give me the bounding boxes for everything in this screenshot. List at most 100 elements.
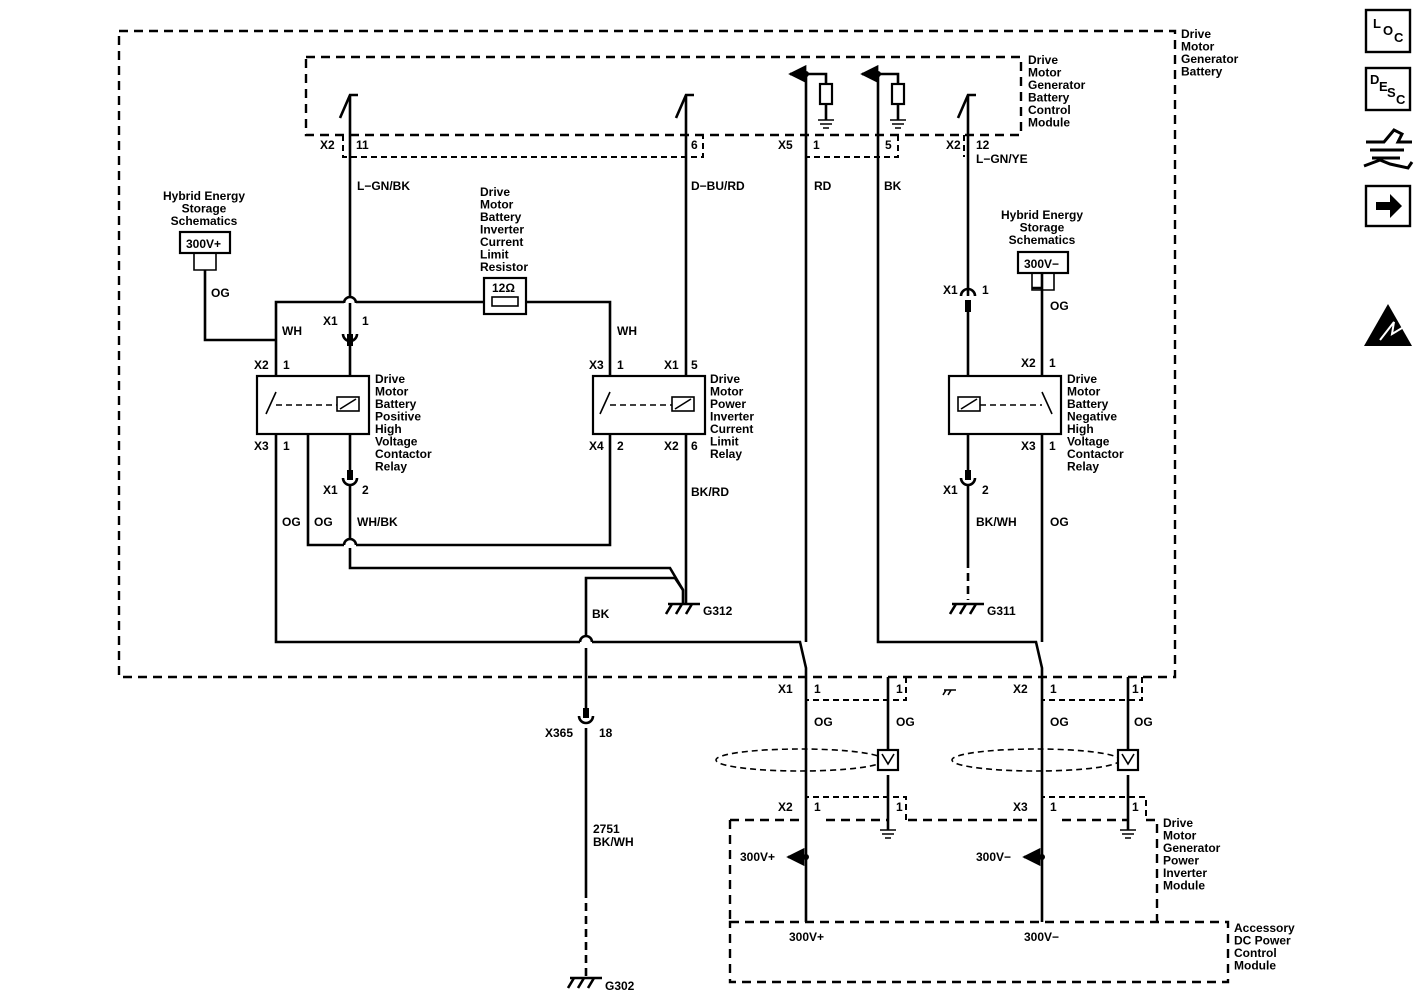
nr-x1a: X1 bbox=[943, 283, 958, 297]
dmgb-control-label-line: Motor bbox=[1028, 66, 1062, 80]
ground-g302: G302 bbox=[605, 979, 635, 993]
pull-up-resistors bbox=[818, 82, 906, 106]
wire-label-og-x3-b: OG bbox=[314, 515, 333, 529]
pos-relay-label-line: Voltage bbox=[375, 435, 418, 449]
wire-label-og-s2: OG bbox=[896, 715, 915, 729]
wire-label-wh-left: WH bbox=[282, 324, 302, 338]
pim-x3: X3 bbox=[1013, 800, 1028, 814]
ground-symbols bbox=[566, 119, 1136, 989]
module-input-switches bbox=[338, 93, 976, 119]
resistor-label-line: Current bbox=[480, 235, 523, 249]
battery-x1-pin1: 1 bbox=[814, 682, 821, 696]
ir-x1: X1 bbox=[664, 358, 679, 372]
nr-x1b: X1 bbox=[943, 483, 958, 497]
positive-relay-internals bbox=[265, 391, 360, 415]
dmgb-control-label-line: Generator bbox=[1028, 78, 1086, 92]
wire-label-og-s3: OG bbox=[1050, 715, 1069, 729]
loc-button[interactable]: L O C bbox=[1364, 8, 1412, 54]
hybrid-ref-right-label: 300V− bbox=[1024, 257, 1059, 271]
ir-x2-pin: 6 bbox=[691, 439, 698, 453]
hybrid-left-label-line: Storage bbox=[182, 202, 227, 216]
connector-symbols bbox=[341, 71, 1045, 860]
wire-label-12: L−GN/YE bbox=[976, 152, 1028, 166]
hybrid-left-label-line: Schematics bbox=[171, 214, 238, 228]
battery-control-module-outline bbox=[304, 55, 1023, 137]
ir-x2: X2 bbox=[664, 439, 679, 453]
conn-x365: X365 bbox=[545, 726, 573, 740]
high-voltage-warning-icon[interactable] bbox=[1364, 304, 1412, 346]
ir-x1-pin: 5 bbox=[691, 358, 698, 372]
nr-x2: X2 bbox=[1021, 356, 1036, 370]
resistor-label-line: Inverter bbox=[480, 223, 524, 237]
desc-button[interactable]: D E S C bbox=[1364, 66, 1412, 112]
drive-motor-generator-battery-outline bbox=[117, 29, 1177, 679]
inv-relay-label-line: Power bbox=[710, 397, 746, 411]
pim-x2-pin2: 1 bbox=[896, 800, 903, 814]
hybrid-right-label-line: Schematics bbox=[1009, 233, 1076, 247]
neg-relay-label-line: Motor bbox=[1067, 385, 1101, 399]
dmgb-control-label-line: Module bbox=[1028, 116, 1070, 130]
pr-x1b-pin: 2 bbox=[362, 483, 369, 497]
hand-wrench-icon[interactable] bbox=[1363, 128, 1414, 170]
pim-label-line: Module bbox=[1163, 879, 1205, 893]
neg-relay-label-line: High bbox=[1067, 422, 1094, 436]
pos-relay-label-line: Drive bbox=[375, 372, 405, 386]
neg-relay-label-line: Battery bbox=[1067, 397, 1109, 411]
loc-letter-c: C bbox=[1394, 30, 1404, 45]
wire-label-og-neg: OG bbox=[1050, 515, 1069, 529]
neg-relay-label-line: Contactor bbox=[1067, 447, 1124, 461]
hybrid-right-label-line: Hybrid Energy bbox=[1001, 208, 1083, 222]
next-arrow-button[interactable] bbox=[1364, 184, 1412, 228]
battery-x1-pin2: 1 bbox=[896, 682, 903, 696]
pos-relay-label-line: Positive bbox=[375, 410, 421, 424]
pos-relay-label-line: Motor bbox=[375, 385, 409, 399]
wire-label-og-hybrid-left: OG bbox=[211, 286, 230, 300]
pr-x1b: X1 bbox=[323, 483, 338, 497]
pim-x3-pin2: 1 bbox=[1132, 800, 1139, 814]
dmgb-control-label-line: Control bbox=[1028, 103, 1071, 117]
wire-label-og-s1: OG bbox=[814, 715, 833, 729]
hybrid-left-label-line: Hybrid Energy bbox=[163, 189, 245, 203]
dmg-battery-label-line: Battery bbox=[1181, 65, 1223, 79]
conn-pin-11: 11 bbox=[356, 138, 369, 152]
pim-label-line: Drive bbox=[1163, 816, 1193, 830]
hybrid-ref-left-box[interactable] bbox=[178, 230, 232, 255]
pr-x2-pin: 1 bbox=[283, 358, 290, 372]
pos-relay-label-line: Contactor bbox=[375, 447, 432, 461]
inv-relay-label-line: Limit bbox=[710, 435, 739, 449]
wire-label-bkwh: BK/WH bbox=[976, 515, 1017, 529]
conn-x5: X5 bbox=[778, 138, 793, 152]
pr-x3: X3 bbox=[254, 439, 269, 453]
neg-relay-label-line: Drive bbox=[1067, 372, 1097, 386]
inv-relay-label-line: Relay bbox=[710, 447, 742, 461]
wire-label-og-hybrid-right: OG bbox=[1050, 299, 1069, 313]
pim-connector-tab-1 bbox=[805, 796, 907, 820]
pr-x3-pin: 1 bbox=[283, 439, 290, 453]
pim-connector-tab-2 bbox=[1041, 796, 1147, 820]
desc-letter-c: C bbox=[1396, 92, 1406, 107]
pr-x1a: X1 bbox=[323, 314, 338, 328]
conn-x365-pin: 18 bbox=[599, 726, 613, 740]
resistor-label-line: Motor bbox=[480, 198, 514, 212]
neg-relay-label-line: Voltage bbox=[1067, 435, 1110, 449]
control-module-connector-tab-1 bbox=[342, 135, 704, 158]
ground-g311: G311 bbox=[987, 604, 1016, 618]
dmg-battery-label-line: Generator bbox=[1181, 52, 1239, 66]
pr-x1a-pin: 1 bbox=[362, 314, 369, 328]
dmg-battery-label-line: Drive bbox=[1181, 27, 1211, 41]
apm-pin-neg: 300V− bbox=[1024, 930, 1059, 944]
apm-label-line: Accessory bbox=[1234, 921, 1295, 935]
dmg-battery-label-line: Motor bbox=[1181, 40, 1215, 54]
wire-label-bk: BK bbox=[884, 179, 902, 193]
pim-pin-pos: 300V+ bbox=[740, 850, 775, 864]
wire-label-bk-main: BK bbox=[592, 607, 610, 621]
desc-letter-e: E bbox=[1379, 79, 1388, 94]
inverter-relay-internals bbox=[599, 391, 695, 415]
wire-label-og-s4: OG bbox=[1134, 715, 1153, 729]
conn-pin-6: 6 bbox=[691, 138, 698, 152]
hybrid-ref-right-box[interactable] bbox=[1016, 250, 1070, 275]
wire-label-2751-num: 2751 bbox=[593, 822, 620, 836]
pim-x2-pin1: 1 bbox=[814, 800, 821, 814]
positive-contactor-relay-box bbox=[255, 374, 371, 436]
